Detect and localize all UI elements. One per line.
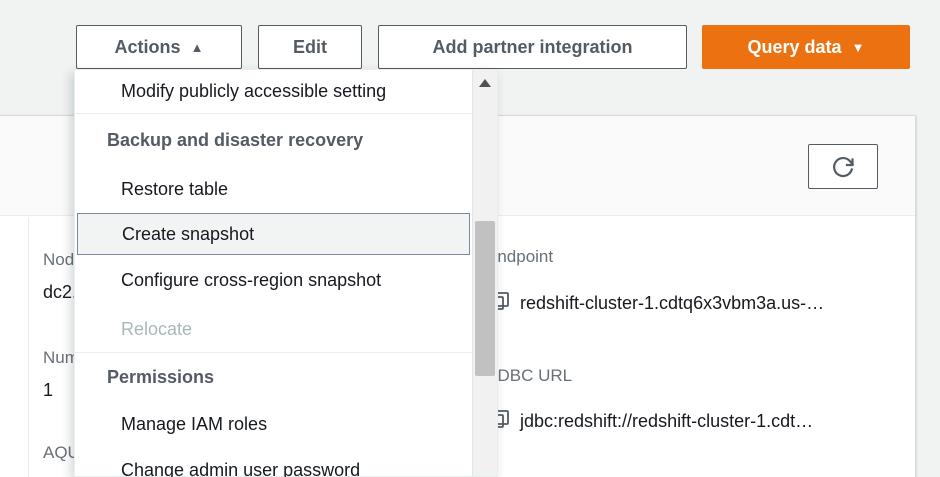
- actions-button-label: Actions: [114, 36, 181, 57]
- scrollbar-thumb[interactable]: [475, 221, 495, 376]
- edit-button-label: Edit: [293, 36, 327, 57]
- jdbc-url-label: JDBC URL: [489, 366, 573, 385]
- card-column-divider: [28, 217, 29, 477]
- menu-item-change-admin-user-password[interactable]: Change admin user password: [121, 459, 361, 477]
- endpoint-value: redshift-cluster-1.cdtq6x3vbm3a.us-…: [520, 293, 825, 313]
- actions-button[interactable]: Actions ▲: [76, 25, 242, 69]
- caret-up-icon: ▲: [190, 39, 204, 55]
- refresh-button[interactable]: [808, 144, 878, 189]
- add-partner-integration-label: Add partner integration: [432, 36, 633, 57]
- jdbc-url-value: jdbc:redshift://redshift-cluster-1.cdt…: [520, 411, 814, 431]
- caret-down-icon: ▼: [851, 39, 865, 55]
- dropdown-scrollbar[interactable]: [472, 70, 497, 476]
- menu-item-restore-table[interactable]: Restore table: [121, 179, 229, 199]
- menu-item-manage-iam-roles[interactable]: Manage IAM roles: [121, 413, 268, 434]
- number-of-nodes-value: 1: [43, 380, 54, 400]
- add-partner-integration-button[interactable]: Add partner integration: [378, 25, 687, 69]
- menu-divider: [75, 352, 472, 353]
- menu-section-permissions: Permissions: [107, 366, 215, 387]
- query-data-label: Query data: [747, 36, 842, 57]
- edit-button[interactable]: Edit: [258, 25, 362, 69]
- menu-section-backup-and-disaster-recovery: Backup and disaster recovery: [107, 129, 364, 150]
- menu-item-relocate-disabled: Relocate: [121, 318, 193, 339]
- menu-divider: [75, 113, 472, 114]
- query-data-button[interactable]: Query data ▼: [702, 25, 910, 69]
- menu-item-create-snapshot[interactable]: Create snapshot: [77, 213, 470, 255]
- endpoint-label: Endpoint: [486, 247, 554, 266]
- scroll-up-icon[interactable]: [479, 79, 491, 87]
- menu-item-configure-cross-region-snapshot[interactable]: Configure cross-region snapshot: [121, 270, 382, 290]
- dropdown-menu-list: Modify publicly accessible setting Backu…: [75, 70, 472, 477]
- refresh-icon: [831, 155, 855, 179]
- actions-dropdown-menu: Modify publicly accessible setting Backu…: [74, 69, 498, 477]
- menu-item-modify-publicly-accessible-setting[interactable]: Modify publicly accessible setting: [121, 81, 387, 101]
